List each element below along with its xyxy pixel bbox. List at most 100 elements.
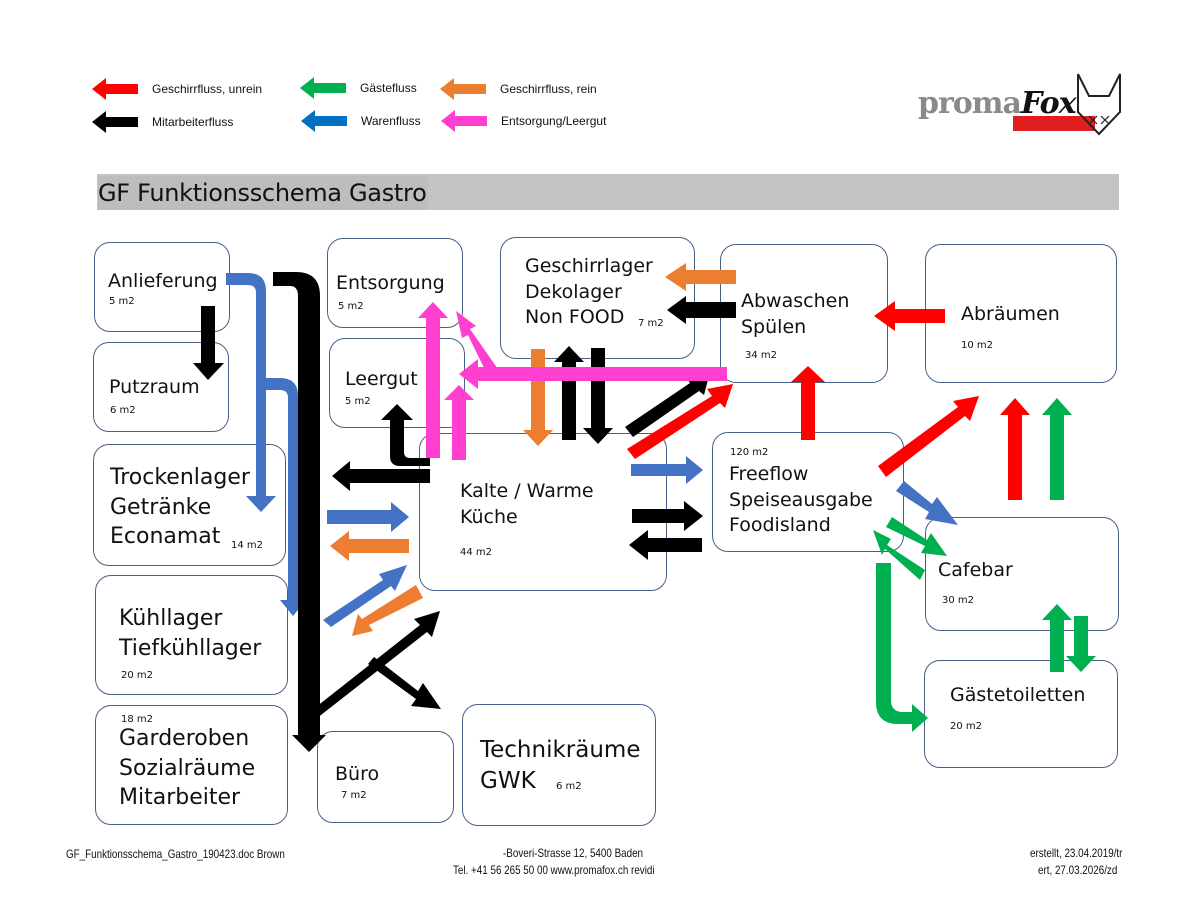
geschirrfluss-unrein-arrow <box>627 384 733 459</box>
legend-item-geschirrfluss-unrein: Geschirrfluss, unrein <box>92 78 262 100</box>
legend-label: Mitarbeiterfluss <box>152 115 234 129</box>
room-name-line: Abwaschen <box>741 290 850 312</box>
room-name-line: Dekolager <box>525 280 622 303</box>
gaestefluss-arrow <box>1042 604 1072 672</box>
arrow-left-icon <box>92 78 138 100</box>
geschirrfluss-rein-arrow <box>665 263 736 291</box>
geschirrfluss-unrein-arrow <box>1000 398 1030 500</box>
room-garderoben: 18 m2 Garderoben Sozialräume Mitarbeiter <box>95 705 288 825</box>
logo-prefix: proma <box>918 86 1022 121</box>
room-area: 7 m2 <box>341 790 367 801</box>
room-name: Abräumen <box>961 303 1060 325</box>
mitarbeiterfluss-arrow <box>625 372 710 437</box>
room-area: 6 m2 <box>556 781 582 792</box>
room-name-line: GWK <box>480 768 536 795</box>
legend-item-warenfluss: Warenfluss <box>301 110 421 132</box>
room-name-line: Foodisland <box>729 514 831 537</box>
geschirrfluss-unrein-arrow <box>791 366 825 440</box>
room-name: Kühllager Tiefkühllager <box>119 604 261 663</box>
promafox-logo: promaFox <box>915 72 1125 142</box>
room-name-line: Kühllager <box>119 606 223 631</box>
warenfluss-arrow <box>323 565 407 627</box>
entsorgung-arrow <box>444 385 474 460</box>
entsorgung-arrow <box>418 302 448 458</box>
logo-wordmark: promaFox <box>918 86 1077 121</box>
room-name-line: Kalte / Warme <box>460 480 594 502</box>
room-name-line: Technikräume <box>480 737 641 763</box>
gaestefluss-arrow <box>886 517 947 556</box>
room-name: Putzraum <box>109 376 200 398</box>
warenfluss-arrow <box>896 481 958 525</box>
mitarbeiterfluss-arrow <box>193 306 224 380</box>
room-area: 18 m2 <box>121 714 154 725</box>
room-geschirrlager: Geschirrlager Dekolager Non FOOD 7 m2 <box>500 237 695 359</box>
mitarbeiterfluss-arrow <box>629 530 702 560</box>
room-name-line: Speiseausgabe <box>729 488 873 511</box>
room-area: 20 m2 <box>950 721 983 732</box>
room-name: Technikräume GWK <box>480 735 640 797</box>
room-gaestetoiletten: Gästetoiletten 20 m2 <box>924 660 1118 768</box>
room-name: Büro <box>335 763 380 785</box>
room-area: 7 m2 <box>638 318 664 329</box>
room-area: 20 m2 <box>121 670 154 681</box>
legend-label: Geschirrfluss, unrein <box>152 82 263 96</box>
room-name-line: Tiefkühllager <box>119 635 262 661</box>
room-name: Gästetoiletten <box>950 684 1086 706</box>
mitarbeiterfluss-arrow <box>667 296 736 324</box>
gaestefluss-arrow <box>873 530 925 580</box>
footer-address: -Boveri-Strasse 12, 5400 Baden <box>503 846 644 860</box>
room-area: 120 m2 <box>730 447 769 458</box>
room-area: 34 m2 <box>745 350 778 361</box>
room-buero: Büro 7 m2 <box>317 731 454 823</box>
logo-suffix: Fox <box>1020 86 1077 121</box>
legend-item-gaestefluss: Gästefluss <box>300 77 417 99</box>
mitarbeiterfluss-arrow <box>332 461 430 491</box>
room-name: Trockenlager Getränke Econamat <box>110 463 250 552</box>
legend-label: Entsorgung/Leergut <box>501 114 607 128</box>
footer-created: erstellt, 23.04.2019/tr <box>1030 846 1123 860</box>
room-abwaschen: Abwaschen Spülen 34 m2 <box>720 244 888 383</box>
arrow-left-icon <box>301 110 347 132</box>
legend-label: Geschirrfluss, rein <box>500 82 597 96</box>
geschirrfluss-unrein-arrow <box>878 396 979 477</box>
legend-item-geschirrfluss-rein: Geschirrfluss, rein <box>440 78 597 100</box>
room-name: Garderoben Sozialräume Mitarbeiter <box>119 724 255 813</box>
room-name-line: Freeflow <box>729 463 809 485</box>
room-name-line: Getränke <box>110 494 212 520</box>
room-name: Kalte / Warme Küche <box>460 479 594 530</box>
legend-label: Gästefluss <box>360 81 417 95</box>
room-area: 6 m2 <box>110 405 136 416</box>
room-anlieferung: Anlieferung 5 m2 <box>94 242 230 332</box>
room-name-line: Spülen <box>741 315 807 338</box>
logo-accent-bar <box>1013 116 1095 131</box>
mitarbeiterfluss-arrow <box>381 404 430 466</box>
room-name: Leergut <box>345 368 418 390</box>
room-name-line: Non FOOD <box>525 306 625 329</box>
room-area: 5 m2 <box>338 301 364 312</box>
legend-item-mitarbeiterfluss: Mitarbeiterfluss <box>92 111 233 133</box>
gaestefluss-arrow <box>1042 398 1072 500</box>
room-freeflow: 120 m2 Freeflow Speiseausgabe Foodisland <box>712 432 904 552</box>
room-area: 10 m2 <box>961 340 994 351</box>
geschirrfluss-rein-arrow <box>330 531 409 561</box>
room-area: 30 m2 <box>942 595 975 606</box>
warenfluss-arrow <box>327 502 409 532</box>
room-name-line: Garderoben <box>119 726 250 751</box>
mitarbeiterfluss-arrow <box>368 657 441 709</box>
room-cafebar: Cafebar 30 m2 <box>925 517 1119 631</box>
gaestefluss-arrow <box>876 563 928 732</box>
room-name-line: Trockenlager <box>110 465 250 490</box>
entsorgung-arrow <box>456 311 500 372</box>
warenfluss-arrow <box>258 378 306 616</box>
room-trockenlager: Trockenlager Getränke Econamat 14 m2 <box>93 444 286 566</box>
room-name-line: Econamat <box>110 524 221 550</box>
room-name-line: Geschirrlager <box>525 255 653 277</box>
mitarbeiterfluss-arrow <box>273 272 326 752</box>
legend-label: Warenfluss <box>361 114 421 128</box>
mitarbeiterfluss-arrow <box>583 348 613 444</box>
footer-contact: Tel. +41 56 265 50 00 www.promafox.ch re… <box>453 863 655 877</box>
gaestefluss-arrow <box>1066 616 1096 672</box>
entsorgung-arrow <box>459 359 727 389</box>
room-name: Abwaschen Spülen <box>741 289 849 340</box>
